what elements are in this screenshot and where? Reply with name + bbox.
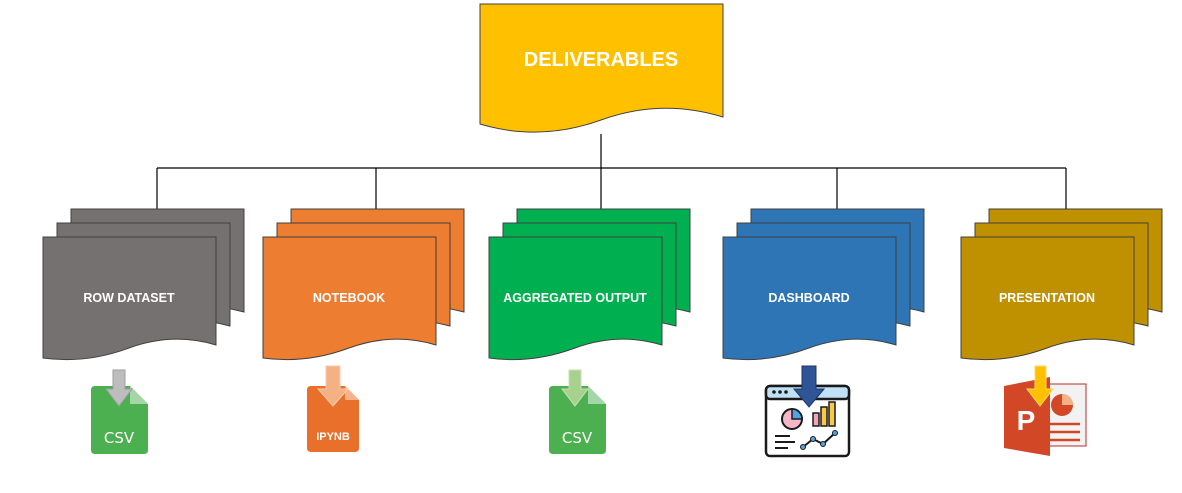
- deliverable-label: NOTEBOOK: [313, 291, 385, 305]
- deliverable-label: AGGREGATED OUTPUT: [503, 291, 647, 305]
- deliverable-row-dataset: ROW DATASET: [42, 208, 245, 361]
- deliverable-dashboard: DASHBOARD: [722, 208, 925, 361]
- deliverable-aggregated-output: AGGREGATED OUTPUT: [488, 208, 691, 361]
- csv-file-icon: CSV: [549, 369, 606, 454]
- download-arrow-icon: [560, 369, 590, 407]
- deliverable-presentation: PRESENTATION: [960, 208, 1163, 361]
- ipynb-file-icon: IPYNB: [307, 365, 359, 452]
- deliverable-label: DASHBOARD: [768, 291, 849, 305]
- download-arrow-icon: [104, 369, 134, 407]
- csv-file-icon: CSV: [91, 369, 148, 454]
- connector-lines: [156, 134, 1067, 210]
- powerpoint-icon-letter: P: [1017, 405, 1036, 436]
- root-label: DELIVERABLES: [524, 49, 678, 71]
- deliverable-label: ROW DATASET: [83, 291, 175, 305]
- root-node: DELIVERABLES: [479, 3, 724, 133]
- powerpoint-icon: P: [1004, 365, 1087, 456]
- deliverable-notebook: NOTEBOOK: [262, 208, 465, 361]
- csv-icon-label: CSV: [104, 429, 135, 447]
- csv-icon-label: CSV: [562, 429, 593, 447]
- download-arrow-icon: [1025, 365, 1055, 407]
- ipynb-icon-label: IPYNB: [316, 431, 350, 443]
- dashboard-icon: [764, 365, 851, 458]
- deliverable-label: PRESENTATION: [999, 291, 1095, 305]
- download-arrow-icon: [316, 365, 350, 407]
- download-arrow-icon: [792, 365, 826, 408]
